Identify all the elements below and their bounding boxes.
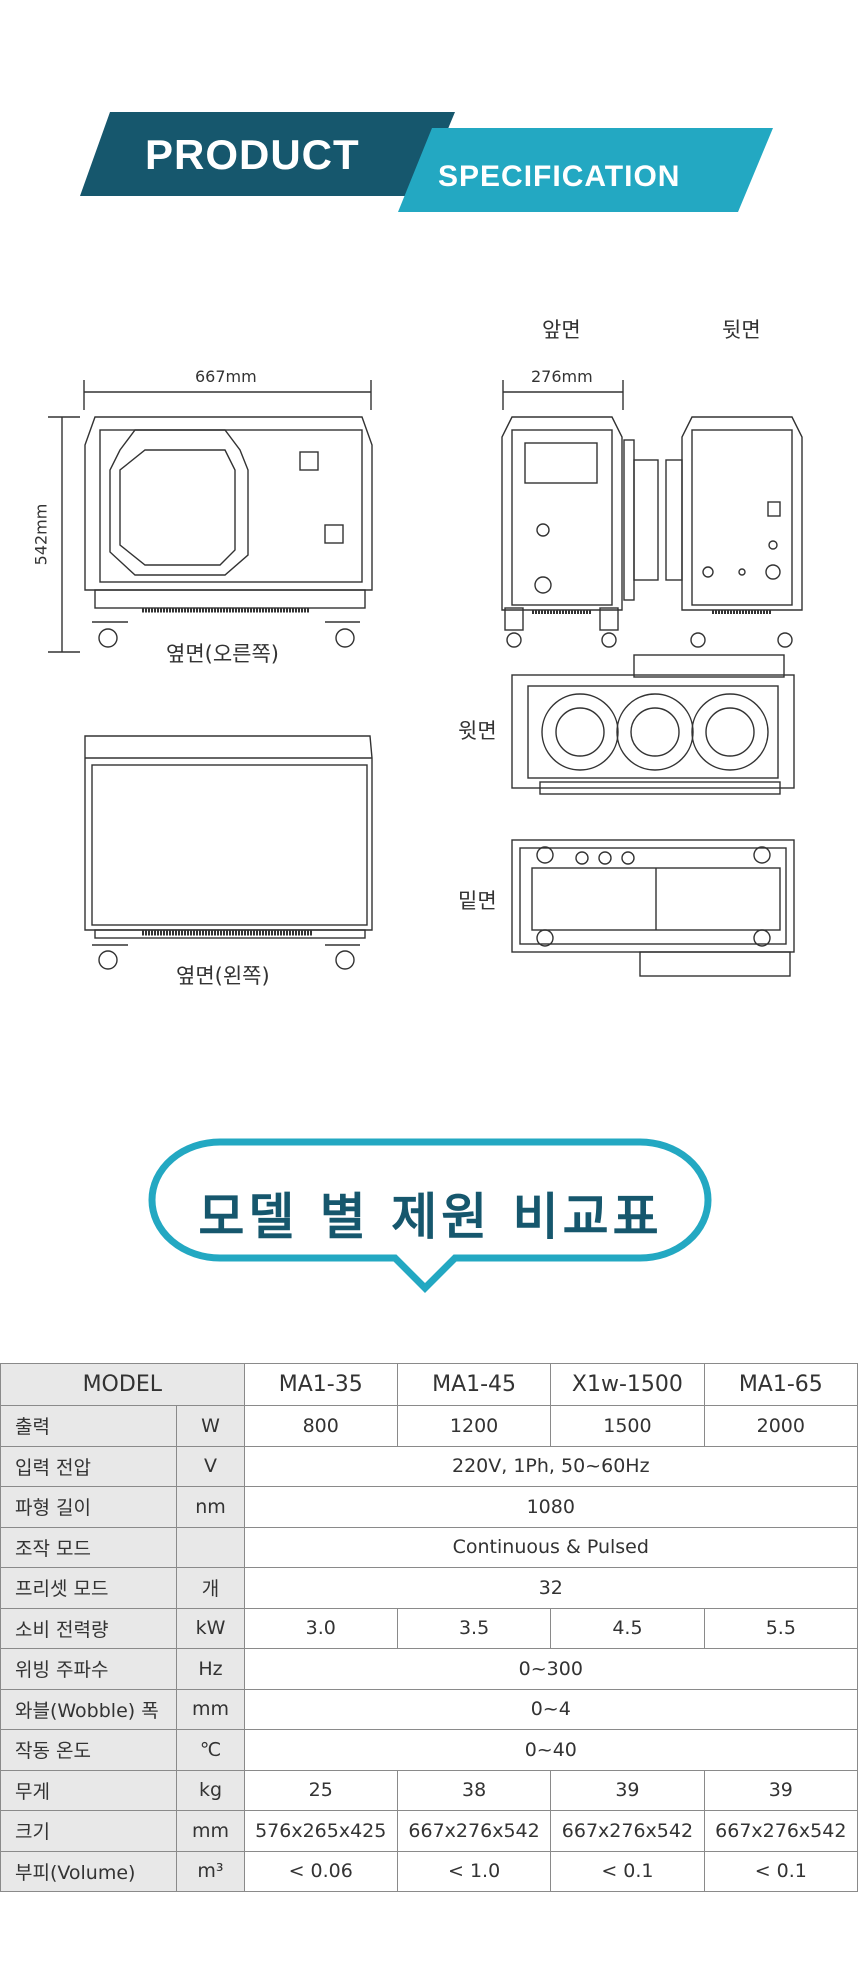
spec-unit-cell: mm: [176, 1688, 245, 1730]
depth-dimension-label: 276mm: [531, 367, 593, 386]
spec-value-cell: 4.5: [550, 1607, 705, 1649]
product-banner-shape: [80, 112, 455, 196]
spec-value-cell: 32: [243, 1567, 859, 1609]
top-view-drawing: [511, 654, 795, 795]
spec-unit-cell: mm: [176, 1810, 245, 1852]
spec-label-cell: 부피(Volume): [0, 1850, 178, 1892]
spec-banner-shape: [398, 128, 773, 212]
spec-value-cell: 3.5: [396, 1607, 552, 1649]
spec-value-cell: < 0.1: [550, 1850, 705, 1892]
technical-drawings: [48, 380, 803, 977]
right-side-view-drawing: [84, 416, 373, 648]
spec-label-cell: 파형 길이: [0, 1486, 178, 1528]
spec-value-cell: 576x265x425: [243, 1810, 398, 1852]
spec-label-cell: 조작 모드: [0, 1526, 178, 1568]
spec-unit-cell: 개: [176, 1567, 245, 1609]
spec-value-cell: 1500: [550, 1405, 705, 1447]
spec-value-cell: < 0.1: [703, 1850, 859, 1892]
spec-value-cell: 667x276x542: [396, 1810, 552, 1852]
header-banner: [80, 112, 773, 212]
right-side-view-label: 옆면(오른쪽): [166, 642, 279, 666]
spec-unit-cell: ℃: [176, 1729, 245, 1771]
spec-value-cell: 2000: [703, 1405, 859, 1447]
height-dimension-label: 542mm: [31, 503, 51, 566]
spec-value-cell: 667x276x542: [550, 1810, 705, 1852]
width-dimension-label: 667mm: [195, 367, 257, 386]
spec-label-cell: 출력: [0, 1405, 178, 1447]
spec-unit-cell: V: [176, 1445, 245, 1487]
title-bubble: [148, 1138, 712, 1293]
spec-value-cell: 3.0: [243, 1607, 398, 1649]
spec-label-cell: 입력 전압: [0, 1445, 178, 1487]
spec-unit-cell: kW: [176, 1607, 245, 1649]
depth-dimension: [502, 380, 624, 410]
model-name-cell: MA1-65: [703, 1363, 859, 1406]
top-view-label: 윗면: [458, 719, 497, 743]
spec-unit-cell: nm: [176, 1486, 245, 1528]
product-heading: PRODUCT: [145, 131, 360, 178]
spec-label-cell: 무게: [0, 1769, 178, 1811]
specification-heading: SPECIFICATION: [438, 160, 681, 193]
spec-value-cell: < 0.06: [243, 1850, 398, 1892]
model-name-cell: MA1-35: [243, 1363, 398, 1406]
spec-label-cell: 프리셋 모드: [0, 1567, 178, 1609]
spec-value-cell: 1200: [396, 1405, 552, 1447]
spec-value-cell: 5.5: [703, 1607, 859, 1649]
spec-value-cell: 0~40: [243, 1729, 859, 1771]
spec-value-cell: 39: [550, 1769, 705, 1811]
spec-value-cell: 1080: [243, 1486, 859, 1528]
model-header-cell: MODEL: [0, 1363, 245, 1406]
back-view-drawing: [665, 416, 803, 648]
spec-label-cell: 위빙 주파수: [0, 1648, 178, 1690]
spec-value-cell: 0~4: [243, 1688, 859, 1730]
spec-unit-cell: W: [176, 1405, 245, 1447]
bottom-view-label: 밑면: [458, 889, 497, 913]
spec-label-cell: 작동 온도: [0, 1729, 178, 1771]
table-row: 부피(Volume)m³< 0.06< 1.0< 0.1< 0.1: [0, 1850, 859, 1892]
spec-value-cell: 0~300: [243, 1648, 859, 1690]
height-dimension: [48, 416, 80, 653]
back-view-label: 뒷면: [722, 318, 761, 342]
spec-value-cell: 667x276x542: [703, 1810, 859, 1852]
spec-unit-cell: [176, 1526, 245, 1568]
table-row: 조작 모드 Continuous & Pulsed: [0, 1526, 859, 1568]
spec-value-cell: 38: [396, 1769, 552, 1811]
spec-value-cell: Continuous & Pulsed: [243, 1526, 859, 1568]
spec-value-cell: 800: [243, 1405, 398, 1447]
spec-value-cell: 39: [703, 1769, 859, 1811]
front-view-label: 앞면: [542, 318, 581, 342]
spec-value-cell: 25: [243, 1769, 398, 1811]
front-view-drawing: [501, 416, 659, 648]
spec-label-cell: 와블(Wobble) 폭: [0, 1688, 178, 1730]
left-side-view-label: 옆면(왼쪽): [176, 964, 270, 988]
spec-value-cell: < 1.0: [396, 1850, 552, 1892]
spec-unit-cell: kg: [176, 1769, 245, 1811]
spec-unit-cell: Hz: [176, 1648, 245, 1690]
spec-value-cell: 220V, 1Ph, 50~60Hz: [243, 1445, 859, 1487]
width-dimension: [83, 380, 372, 410]
model-name-cell: X1w-1500: [550, 1363, 705, 1406]
comparison-table-title: 모델 별 제원 비교표: [198, 1188, 663, 1246]
spec-unit-cell: m³: [176, 1850, 245, 1892]
left-side-view-drawing: [84, 735, 373, 970]
model-name-cell: MA1-45: [396, 1363, 552, 1406]
bottom-view-drawing: [511, 839, 795, 977]
spec-label-cell: 소비 전력량: [0, 1607, 178, 1649]
spec-label-cell: 크기: [0, 1810, 178, 1852]
